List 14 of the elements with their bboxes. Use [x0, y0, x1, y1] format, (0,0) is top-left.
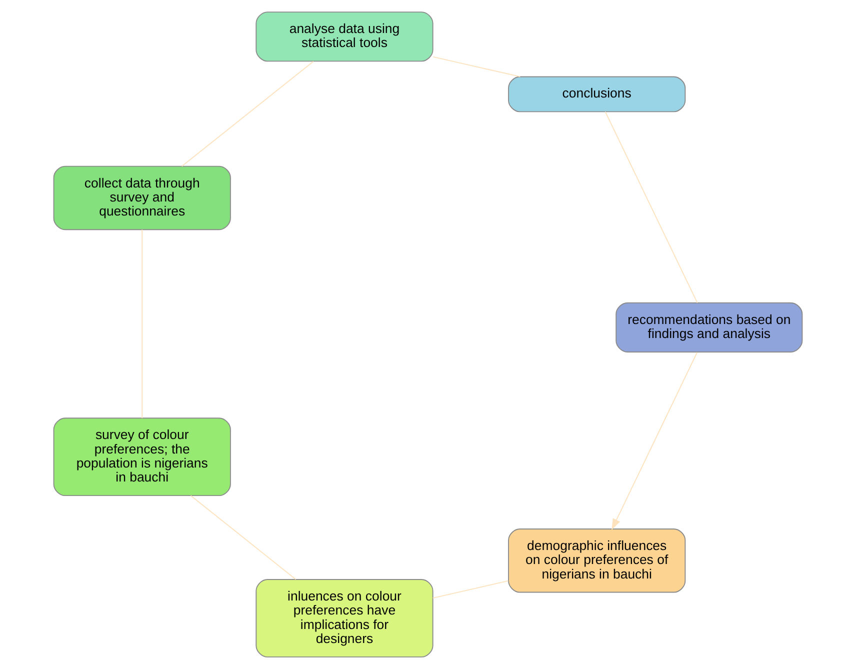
node-box: conclusions [508, 76, 686, 112]
connector [604, 111, 698, 304]
connector [432, 56, 521, 78]
connector [190, 495, 296, 580]
connector [142, 229, 143, 419]
node-box: inluences on colour preferences have implications for designers [256, 579, 434, 658]
arrow [612, 352, 698, 530]
node-box: collect data through survey and questionnaires [53, 166, 231, 230]
node-box: demographic influences on colour preferences of nigerians in bauchi [508, 528, 686, 593]
connector [432, 580, 509, 599]
connector [181, 60, 314, 167]
node-box: analyse data using statistical tools [256, 12, 434, 62]
node-box: recommendations based on findings and analysis [616, 302, 803, 352]
node-box: survey of colour preferences; the population is nigerians in bauchi [53, 418, 231, 496]
